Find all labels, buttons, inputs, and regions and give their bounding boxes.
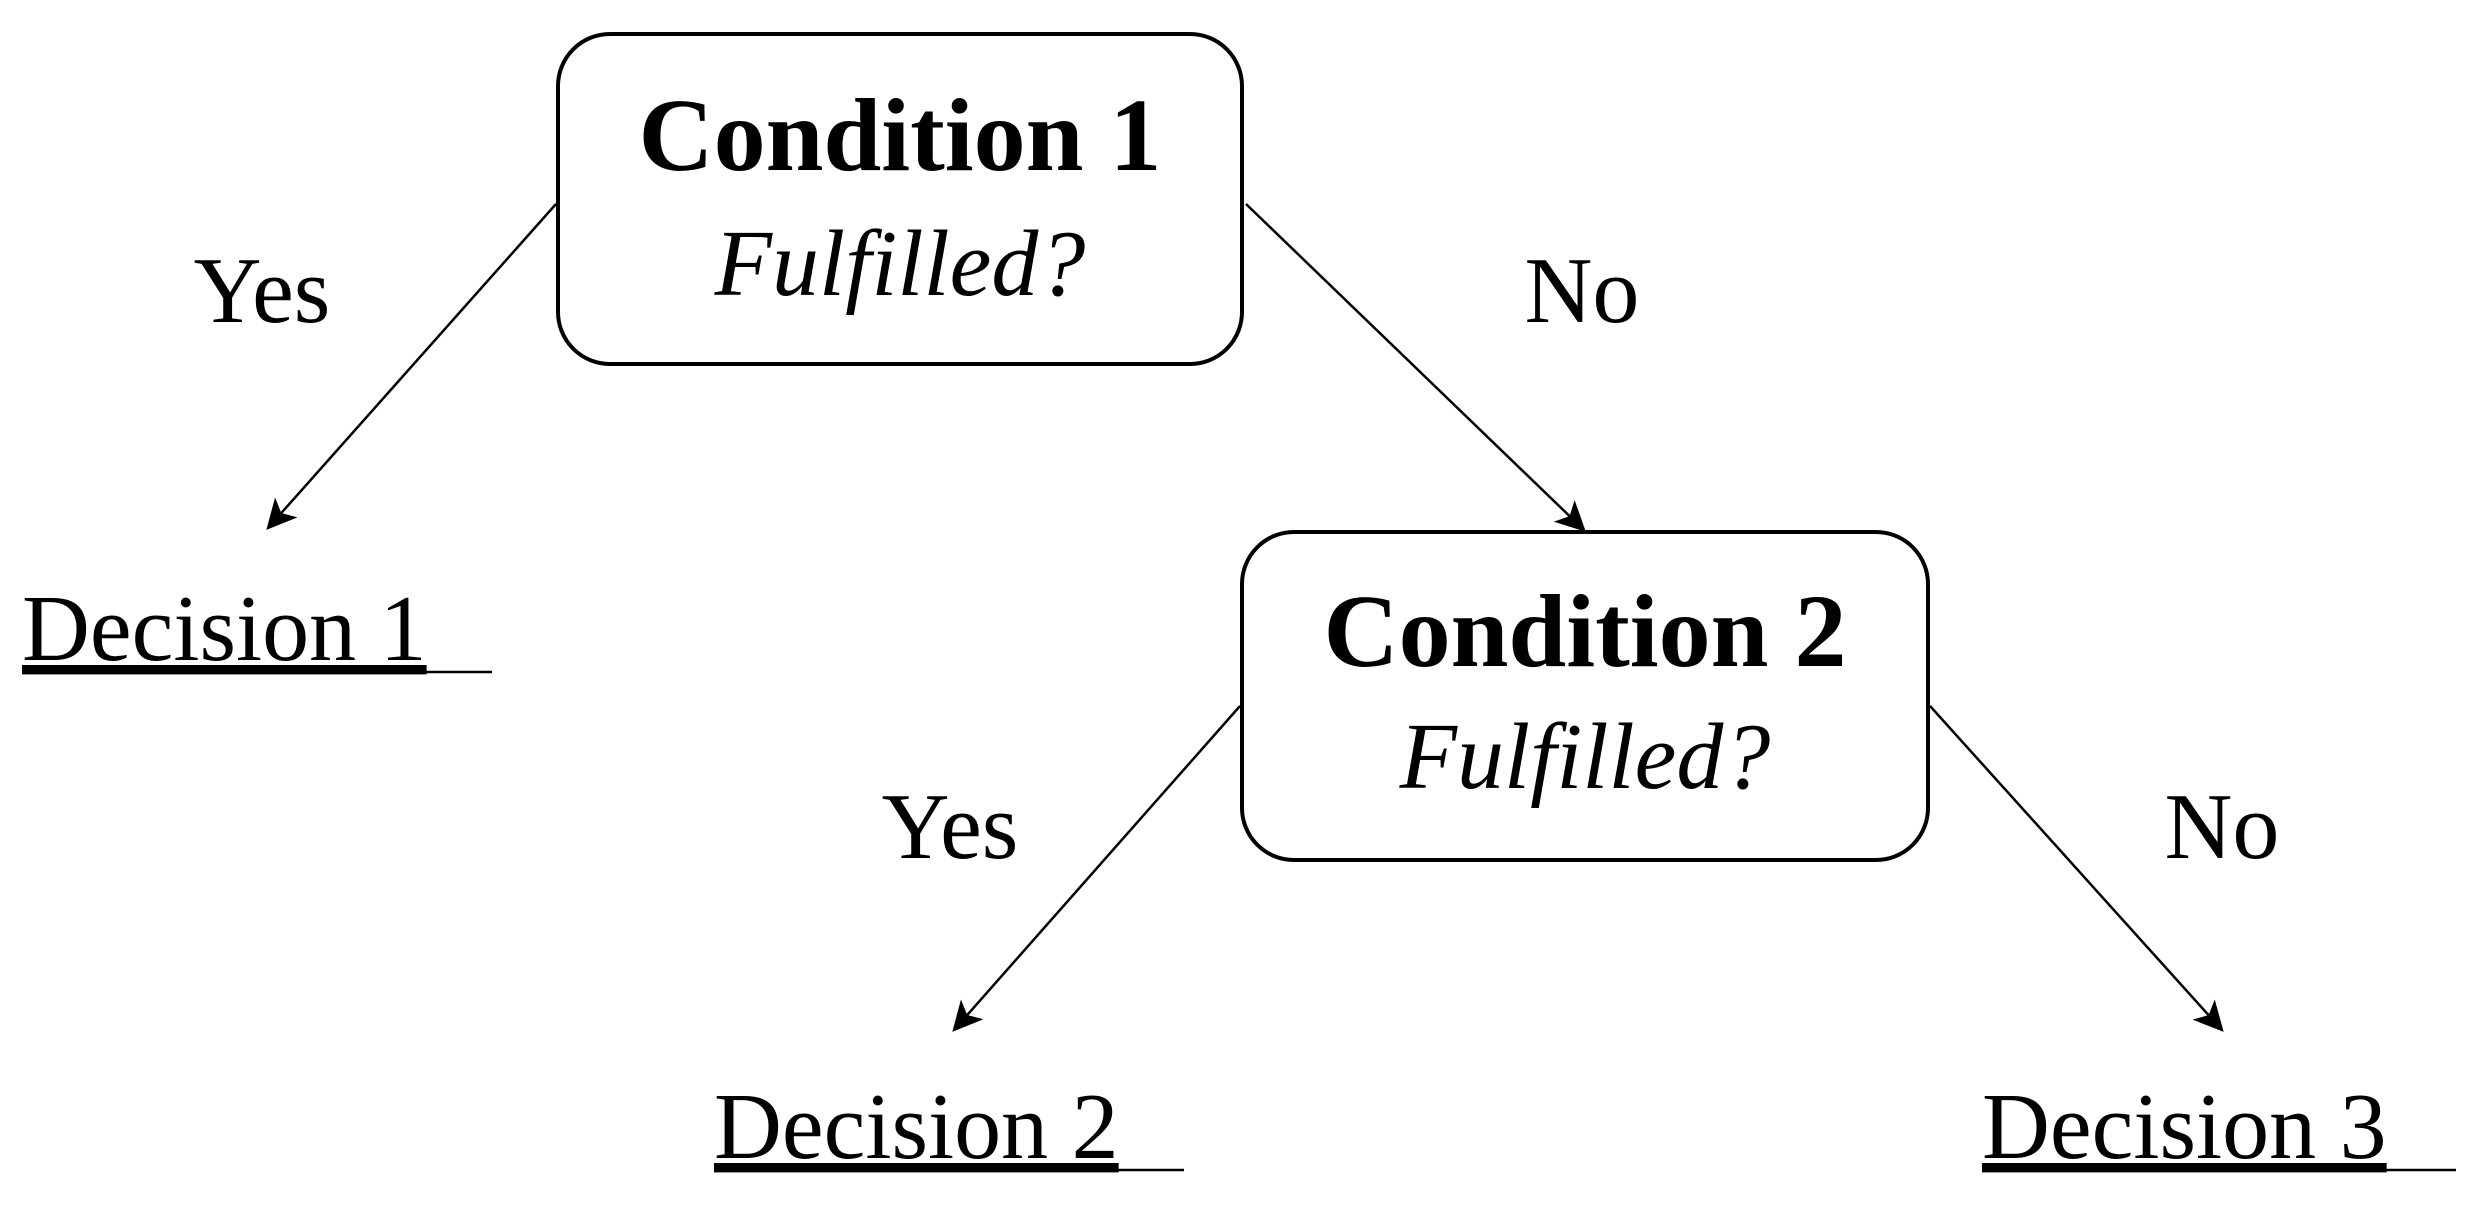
condition-1-question: Fulfilled? — [714, 212, 1086, 316]
edge-c2-yes-arrow — [952, 705, 1241, 1032]
condition-1-node: Condition 1 Fulfilled? — [556, 32, 1244, 366]
decision-2-label: Decision 2 — [714, 1075, 1119, 1179]
edge-c2-no-arrow — [1929, 705, 2224, 1032]
decision-1-label: Decision 1 — [22, 577, 427, 681]
condition-1-box — [556, 32, 1244, 366]
edge-c1-no-label: No — [1525, 239, 1640, 343]
condition-2-box — [1240, 530, 1930, 862]
edge-c2-yes-label: Yes — [882, 775, 1019, 879]
condition-2-title: Condition 2 — [1323, 574, 1846, 689]
edge-c1-yes-label: Yes — [194, 239, 331, 343]
edge-c2-no-label: No — [2165, 775, 2280, 879]
decision-3-label: Decision 3 — [1982, 1075, 2387, 1179]
edge-c1-no-arrow — [1245, 203, 1586, 532]
condition-2-node: Condition 2 Fulfilled? — [1240, 530, 1930, 862]
condition-2-question: Fulfilled? — [1399, 705, 1771, 809]
edge-c1-yes-arrow — [266, 203, 557, 530]
condition-1-title: Condition 1 — [638, 78, 1161, 193]
